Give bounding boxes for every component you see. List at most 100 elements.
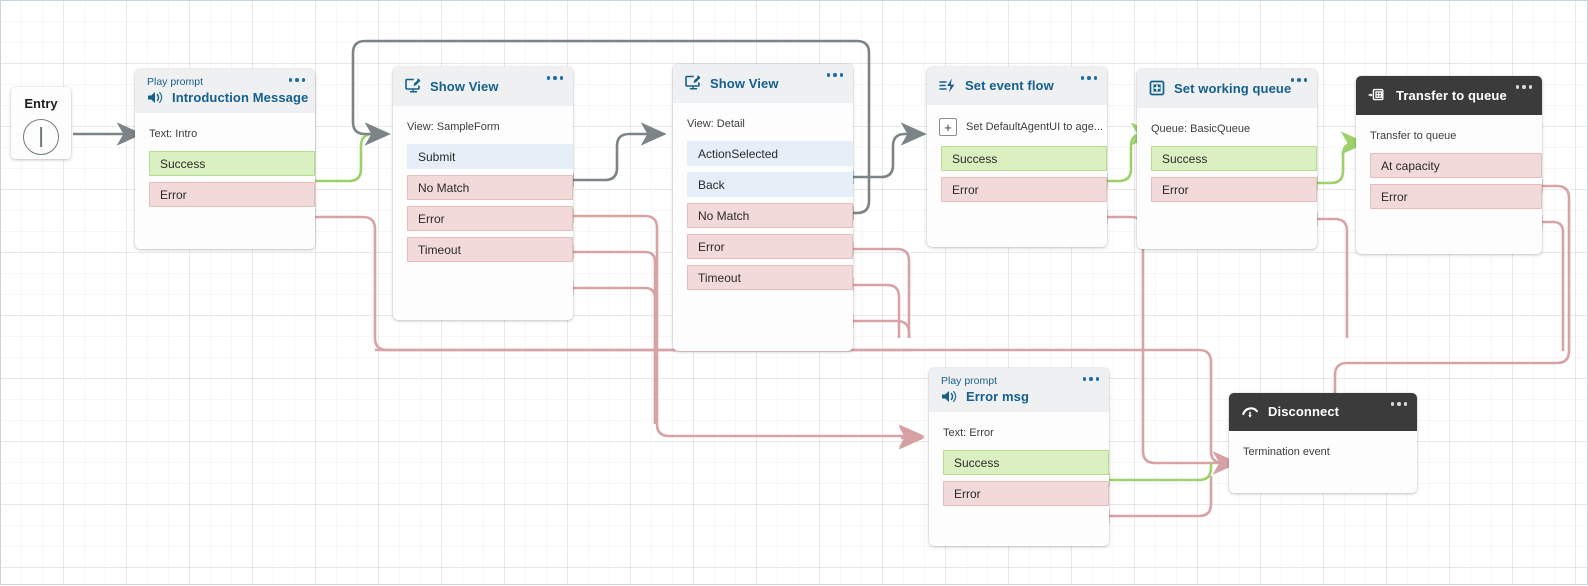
port-label: Error xyxy=(1381,189,1408,204)
port-label: Success xyxy=(954,455,1000,470)
node-header: Show View xyxy=(393,67,573,106)
port-no-match[interactable]: No Match xyxy=(687,203,853,228)
port-label: No Match xyxy=(418,180,470,195)
node-title: Transfer to queue xyxy=(1396,87,1507,103)
queue-icon xyxy=(1149,80,1166,96)
port-error[interactable]: Error xyxy=(943,481,1109,506)
node-transfer-to-queue[interactable]: Transfer to queue Transfer to queue At c… xyxy=(1356,76,1542,254)
node-menu-icon[interactable] xyxy=(1082,377,1099,381)
port-action-selected[interactable]: ActionSelected xyxy=(687,141,853,166)
port-back[interactable]: Back xyxy=(687,172,853,197)
node-title: Set working queue xyxy=(1174,80,1292,96)
port-label: Success xyxy=(1162,151,1208,166)
port-error[interactable]: Error xyxy=(687,234,853,259)
edge-showview1-submit-to-showview2 xyxy=(570,122,667,187)
port-success[interactable]: Success xyxy=(149,151,315,176)
node-title: Show View xyxy=(430,78,499,94)
node-title: Introduction Message xyxy=(172,90,309,105)
port-error[interactable]: Error xyxy=(149,182,315,207)
node-body: Text: Intro Success Error xyxy=(135,113,315,217)
port-label: Error xyxy=(160,187,187,202)
transfer-queue-icon xyxy=(1368,87,1388,103)
port-error[interactable]: Error xyxy=(407,206,573,231)
node-menu-icon[interactable] xyxy=(1080,76,1097,80)
edge-errormsg-error-to-disconnect xyxy=(1106,476,1213,523)
port-label: At capacity xyxy=(1381,158,1440,173)
node-header: Play prompt Error msg xyxy=(929,368,1109,412)
port-label: Submit xyxy=(418,149,456,164)
port-timeout[interactable]: Timeout xyxy=(687,265,853,290)
edge-showview1-error-to-errormsg xyxy=(570,245,657,424)
node-set-working-queue[interactable]: Set working queue Queue: BasicQueue Succ… xyxy=(1137,69,1317,249)
port-error[interactable]: Error xyxy=(1370,184,1542,209)
node-body: Termination event xyxy=(1229,431,1417,477)
node-title: Show View xyxy=(710,75,779,91)
entry-label: Entry xyxy=(24,96,58,111)
show-view-icon xyxy=(405,78,422,94)
node-disconnect[interactable]: Disconnect Termination event xyxy=(1229,393,1417,493)
port-label: Error xyxy=(1162,182,1189,197)
port-label: Success xyxy=(160,156,206,171)
port-error[interactable]: Error xyxy=(1151,177,1317,202)
node-title: Set event flow xyxy=(965,78,1054,93)
node-body-text: Text: Intro xyxy=(149,128,198,140)
port-at-capacity[interactable]: At capacity xyxy=(1370,153,1542,178)
node-menu-icon[interactable] xyxy=(288,78,305,82)
node-body: View: SampleForm Submit No Match Error T… xyxy=(393,106,573,272)
node-title: Error msg xyxy=(966,389,1030,404)
node-menu-icon[interactable] xyxy=(826,73,843,77)
node-body-text: View: SampleForm xyxy=(407,121,500,133)
disconnect-icon xyxy=(1241,404,1260,419)
node-action-text: Set DefaultAgentUI to age... xyxy=(966,121,1103,133)
edge-showview2-timeout-to-errormsg xyxy=(850,314,911,338)
show-view-icon xyxy=(685,75,702,91)
node-header: Transfer to queue xyxy=(1356,76,1542,115)
port-label: Success xyxy=(952,151,998,166)
node-body-action: + Set DefaultAgentUI to age... xyxy=(927,115,1107,146)
node-body-text: View: Detail xyxy=(687,118,745,130)
port-success[interactable]: Success xyxy=(1151,146,1317,171)
entry-node[interactable]: Entry xyxy=(11,87,71,159)
node-header: Play prompt Introduction Message xyxy=(135,69,315,113)
speaker-icon xyxy=(941,389,958,404)
node-body-text: Text: Error xyxy=(943,427,994,439)
node-set-event-flow[interactable]: Set event flow + Set DefaultAgentUI to a… xyxy=(927,67,1107,247)
node-body: Queue: BasicQueue Success Error xyxy=(1137,108,1317,212)
node-header: Show View xyxy=(673,64,853,103)
entry-circle-icon xyxy=(23,119,59,155)
node-introduction-message[interactable]: Play prompt Introduction Message Text: I… xyxy=(135,69,315,249)
node-body: View: Detail ActionSelected Back No Matc… xyxy=(673,103,853,300)
node-kicker: Play prompt xyxy=(941,375,998,387)
node-body: + Set DefaultAgentUI to age... Success E… xyxy=(927,105,1107,212)
plus-icon[interactable]: + xyxy=(939,118,957,136)
port-error[interactable]: Error xyxy=(941,177,1107,202)
node-body-text: Transfer to queue xyxy=(1370,130,1457,142)
port-label: Timeout xyxy=(418,242,461,257)
event-flow-icon xyxy=(939,78,957,93)
node-header: Set working queue xyxy=(1137,69,1317,108)
port-success[interactable]: Success xyxy=(941,146,1107,171)
port-submit[interactable]: Submit xyxy=(407,144,573,169)
node-header: Set event flow xyxy=(927,67,1107,105)
port-success[interactable]: Success xyxy=(943,450,1109,475)
edge-introduction-success-to-showview1 xyxy=(310,122,391,188)
node-show-view-sampleform[interactable]: Show View View: SampleForm Submit No Mat… xyxy=(393,67,573,320)
node-menu-icon[interactable] xyxy=(1515,85,1532,89)
port-no-match[interactable]: No Match xyxy=(407,175,573,200)
port-label: Timeout xyxy=(698,270,741,285)
edge-workingqueue-error-to-disconnect xyxy=(1314,212,1349,338)
node-error-msg[interactable]: Play prompt Error msg Text: Error Succes… xyxy=(929,368,1109,546)
node-menu-icon[interactable] xyxy=(1390,402,1407,406)
node-title: Disconnect xyxy=(1268,404,1340,419)
node-show-view-detail[interactable]: Show View View: Detail ActionSelected Ba… xyxy=(673,64,853,351)
port-label: No Match xyxy=(698,208,750,223)
edge-showview2-actionselected-to-seteventflow xyxy=(850,122,927,184)
port-label: ActionSelected xyxy=(698,146,779,161)
edge-showview2-error-to-errormsg xyxy=(850,278,901,338)
node-menu-icon[interactable] xyxy=(546,76,563,80)
port-timeout[interactable]: Timeout xyxy=(407,237,573,262)
port-label: Back xyxy=(698,177,725,192)
node-body-text: Termination event xyxy=(1243,446,1330,458)
node-menu-icon[interactable] xyxy=(1290,78,1307,82)
